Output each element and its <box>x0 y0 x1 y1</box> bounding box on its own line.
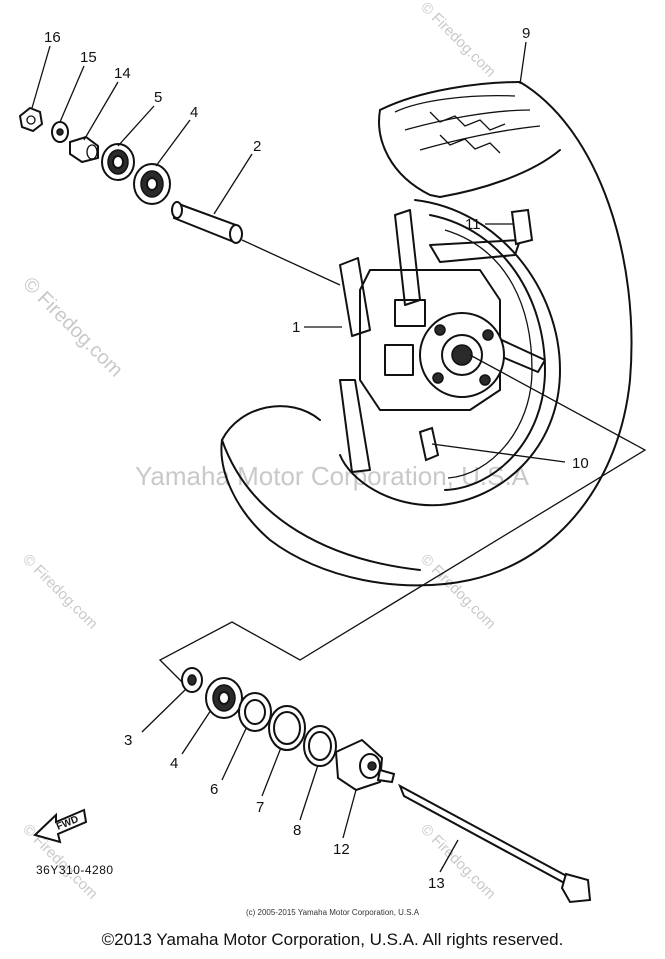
callout-15: 15 <box>80 49 97 66</box>
part-4-bearing-upper <box>133 163 171 205</box>
callout-12: 12 <box>333 841 350 858</box>
part-8-seal <box>303 725 337 767</box>
callout-10: 10 <box>572 455 589 472</box>
callout-11: 11 <box>465 216 481 233</box>
part-12-gear-unit <box>334 738 396 792</box>
callout-1: 1 <box>292 319 300 336</box>
part-6-retainer <box>238 692 272 732</box>
part-15-washer <box>51 121 69 143</box>
part-4-bearing-lower <box>205 677 243 719</box>
callout-13: 13 <box>428 875 445 892</box>
callout-4-upper: 4 <box>190 104 198 121</box>
fwd-arrow-icon: FWD <box>33 808 88 844</box>
part-13-axle <box>398 783 592 904</box>
callout-labels: 16 15 14 5 4 2 9 11 1 10 3 4 6 7 8 12 13 <box>44 25 589 892</box>
axis-line-upper <box>241 239 341 286</box>
axis-guide <box>158 354 647 691</box>
callout-8: 8 <box>293 822 301 839</box>
watermark-firedog: © Firedog.com <box>18 273 127 382</box>
callout-16: 16 <box>44 29 61 46</box>
footer-copyright: ©2013 Yamaha Motor Corporation, U.S.A. A… <box>101 930 564 949</box>
callout-5: 5 <box>154 89 162 106</box>
part-16-nut <box>18 106 44 133</box>
part-14-collar <box>69 135 99 164</box>
leader-lines <box>31 41 566 873</box>
watermark-group: © Firedog.com © Firedog.com © Firedog.co… <box>18 0 529 903</box>
diagram-part-code: 36Y310-4280 <box>36 863 114 877</box>
callout-3: 3 <box>124 732 132 749</box>
part-2-spacer <box>171 201 243 244</box>
callout-4-lower: 4 <box>170 755 178 772</box>
part-7-clutch <box>268 705 306 751</box>
watermark-yamaha: Yamaha Motor Corporation, U.S.A <box>135 461 530 491</box>
part-5-bearing <box>101 143 135 181</box>
callout-6: 6 <box>210 781 218 798</box>
watermark-firedog: © Firedog.com <box>417 0 499 81</box>
small-copyright: (c) 2005-2015 Yamaha Motor Corporation, … <box>245 908 420 917</box>
callout-2: 2 <box>253 138 261 155</box>
callout-7: 7 <box>256 799 264 816</box>
callout-9: 9 <box>522 25 530 42</box>
watermark-firedog: © Firedog.com <box>19 551 101 633</box>
callout-14: 14 <box>114 65 131 82</box>
part-3-seal <box>181 667 203 693</box>
wheel-assembly <box>220 81 633 587</box>
